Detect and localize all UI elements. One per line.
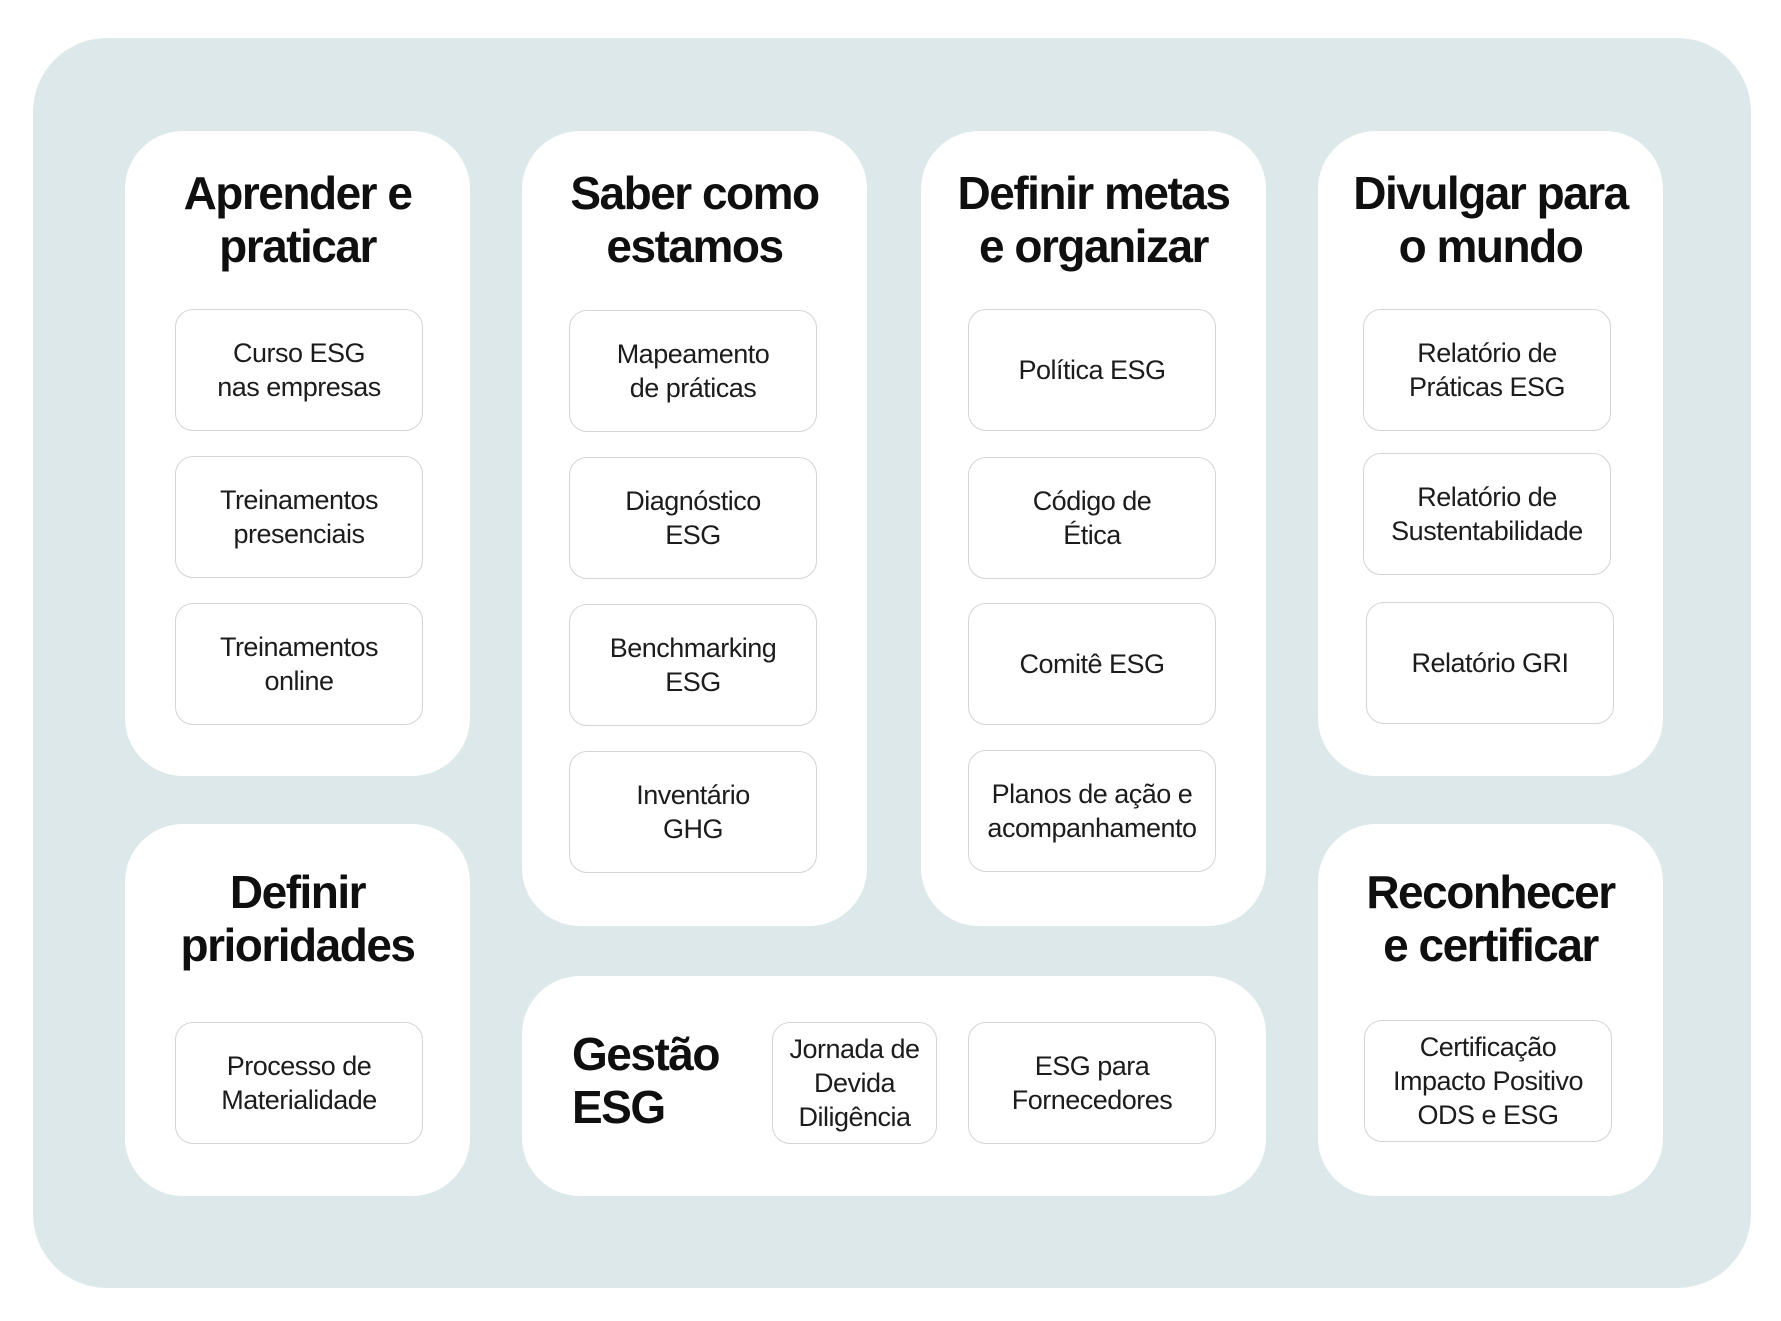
item-politica-esg[interactable]: Política ESG [968, 309, 1216, 431]
item-relatorio-de-praticas-esg[interactable]: Relatório de Práticas ESG [1363, 309, 1611, 431]
group-title: Saber como estamos [570, 167, 820, 272]
item-curso-esg-nas-empresas[interactable]: Curso ESG nas empresas [175, 309, 423, 431]
group-title: Gestão ESG [572, 1028, 720, 1133]
item-inventario-ghg[interactable]: Inventário GHG [569, 751, 817, 873]
item-relatorio-de-sustentabilidade[interactable]: Relatório de Sustentabilidade [1363, 453, 1611, 575]
background-panel: Aprender e praticar Curso ESG nas empres… [33, 38, 1751, 1288]
item-diagnostico-esg[interactable]: Diagnóstico ESG [569, 457, 817, 579]
item-processo-de-materialidade[interactable]: Processo de Materialidade [175, 1022, 423, 1144]
item-certificacao-impacto-positivo[interactable]: Certificação Impacto Positivo ODS e ESG [1364, 1020, 1612, 1142]
item-relatorio-gri[interactable]: Relatório GRI [1366, 602, 1614, 724]
group-title: Divulgar para o mundo [1353, 167, 1629, 272]
group-title: Aprender e praticar [183, 167, 413, 272]
item-codigo-de-etica[interactable]: Código de Ética [968, 457, 1216, 579]
item-jornada-de-devida-diligencia[interactable]: Jornada de Devida Diligência [772, 1022, 937, 1144]
group-title: Definir prioridades [180, 866, 416, 971]
group-aprender-e-praticar: Aprender e praticar Curso ESG nas empres… [125, 131, 470, 776]
group-definir-metas-e-organizar: Definir metas e organizar Política ESG C… [921, 131, 1266, 926]
item-esg-para-fornecedores[interactable]: ESG para Fornecedores [968, 1022, 1216, 1144]
group-gestao-esg: Gestão ESG Jornada de Devida Diligência … [522, 976, 1266, 1196]
group-definir-prioridades: Definir prioridades Processo de Material… [125, 824, 470, 1196]
group-title: Reconhecer e certificar [1366, 866, 1616, 971]
item-planos-de-acao[interactable]: Planos de ação e acompanhamento [968, 750, 1216, 872]
group-divulgar-para-o-mundo: Divulgar para o mundo Relatório de Práti… [1318, 131, 1663, 776]
item-treinamentos-online[interactable]: Treinamentos online [175, 603, 423, 725]
group-title: Definir metas e organizar [957, 167, 1231, 272]
group-reconhecer-e-certificar: Reconhecer e certificar Certificação Imp… [1318, 824, 1663, 1196]
item-benchmarking-esg[interactable]: Benchmarking ESG [569, 604, 817, 726]
group-saber-como-estamos: Saber como estamos Mapeamento de prática… [522, 131, 867, 926]
item-comite-esg[interactable]: Comitê ESG [968, 603, 1216, 725]
item-mapeamento-de-praticas[interactable]: Mapeamento de práticas [569, 310, 817, 432]
item-treinamentos-presenciais[interactable]: Treinamentos presenciais [175, 456, 423, 578]
